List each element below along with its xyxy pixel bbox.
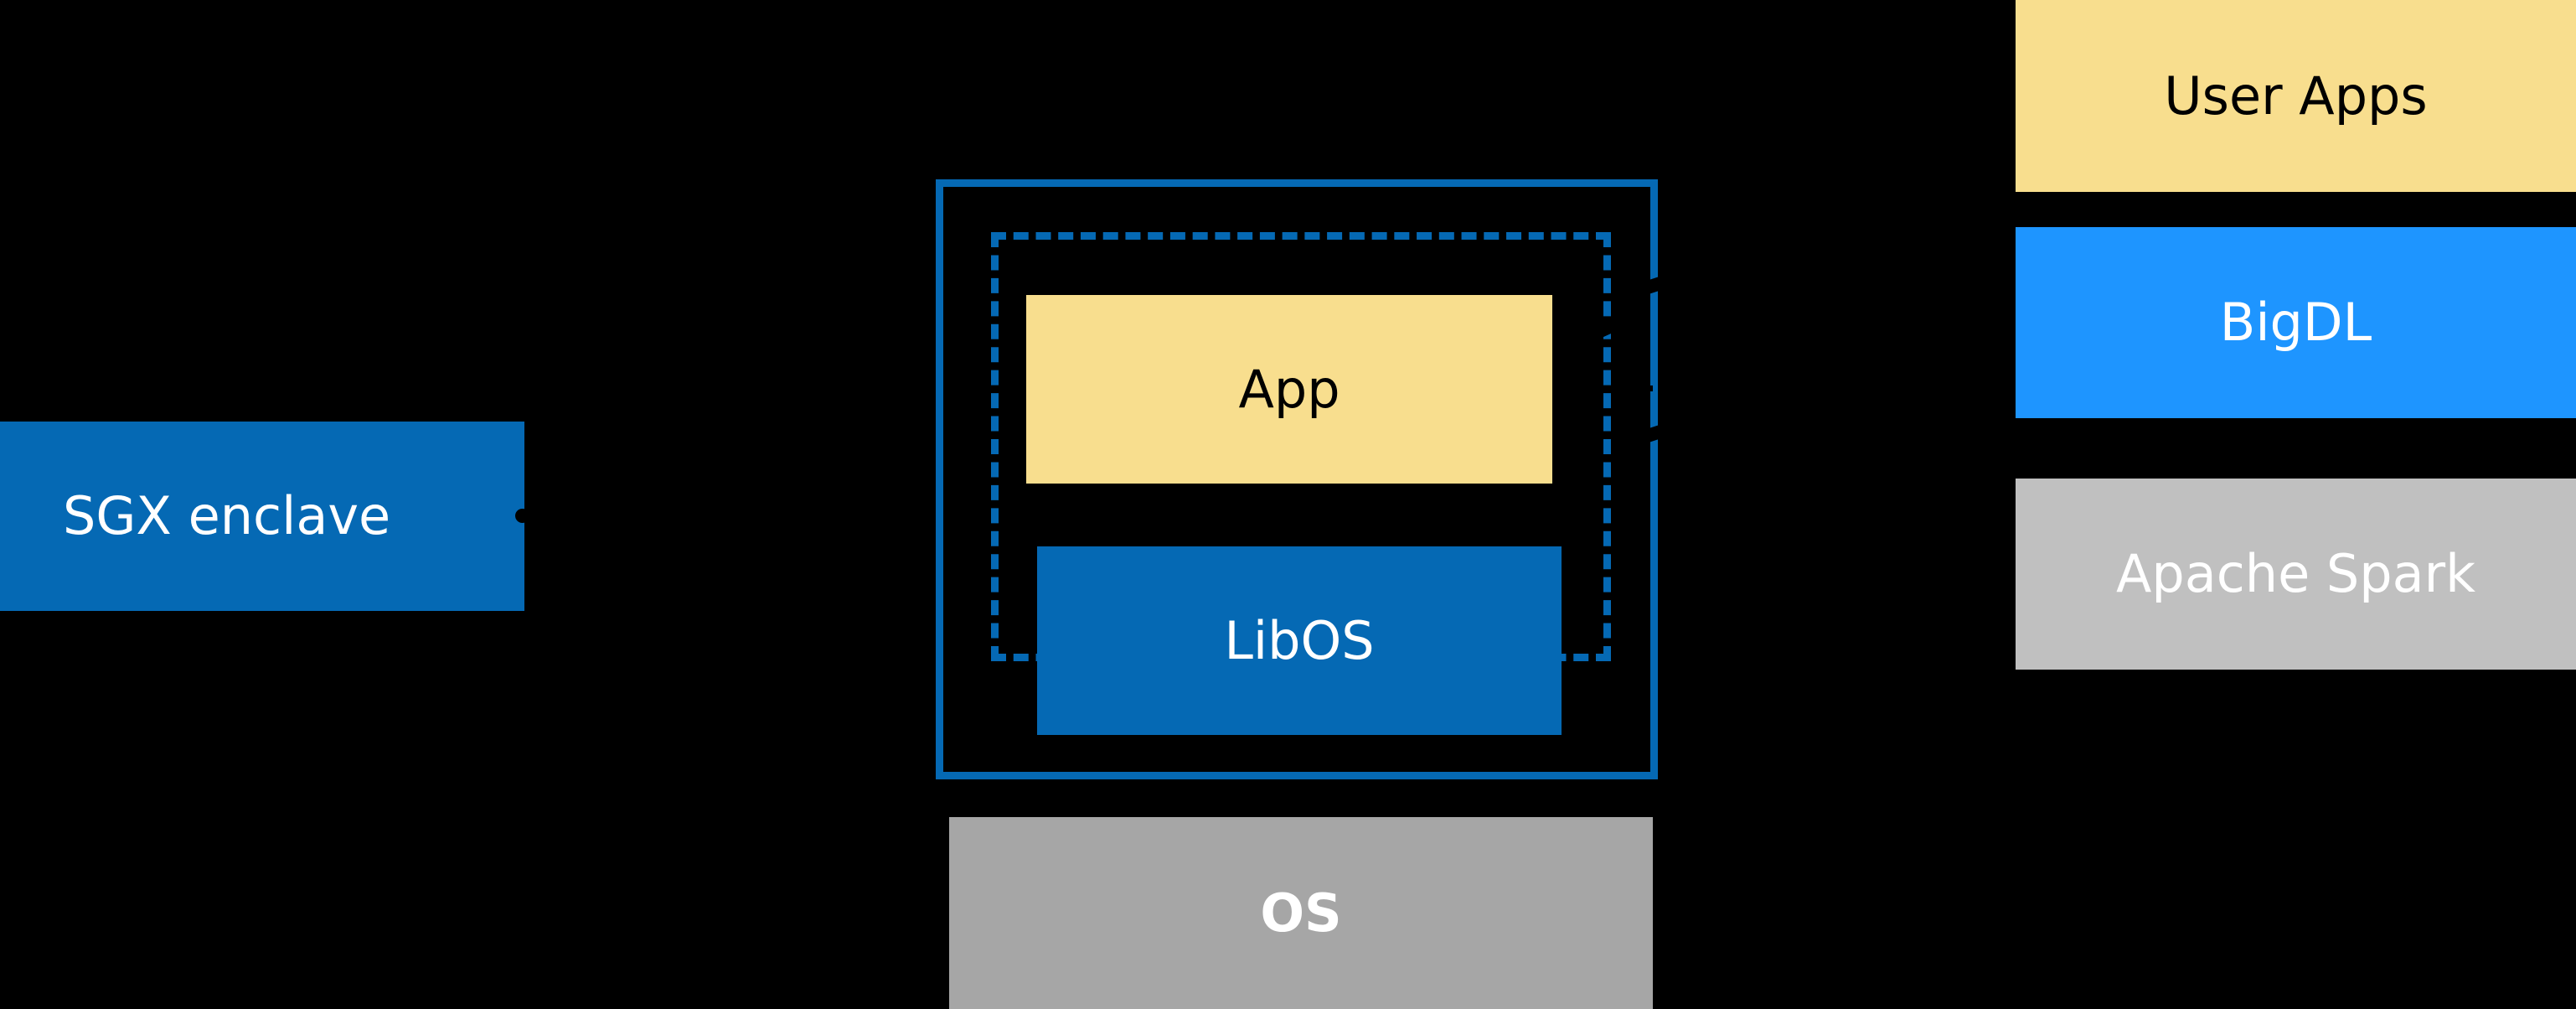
user-apps-box: User Apps xyxy=(2016,0,2576,192)
app-label: App xyxy=(1238,358,1340,420)
os-label: OS xyxy=(1260,882,1342,944)
sgx-enclave-boundary-frame xyxy=(936,179,1658,779)
app-leader-line xyxy=(1552,385,1653,391)
bigdl-label: BigDL xyxy=(2219,292,2372,354)
app-box: App xyxy=(1026,295,1552,484)
sgx-enclave-leader-line xyxy=(524,513,943,519)
sgx-enclave-label: SGX enclave xyxy=(63,485,391,547)
os-box: OS xyxy=(949,817,1653,1009)
bigdl-box: BigDL xyxy=(2016,227,2576,418)
user-apps-label: User Apps xyxy=(2164,65,2428,127)
apache-spark-box: Apache Spark xyxy=(2016,479,2576,670)
apache-spark-label: Apache Spark xyxy=(2115,543,2476,605)
sgx-enclave-label-box: SGX enclave xyxy=(0,422,524,611)
libos-box: LibOS xyxy=(1037,546,1562,735)
libos-label: LibOS xyxy=(1224,609,1375,671)
sgx-enclave-leader-arrowhead xyxy=(515,509,529,523)
